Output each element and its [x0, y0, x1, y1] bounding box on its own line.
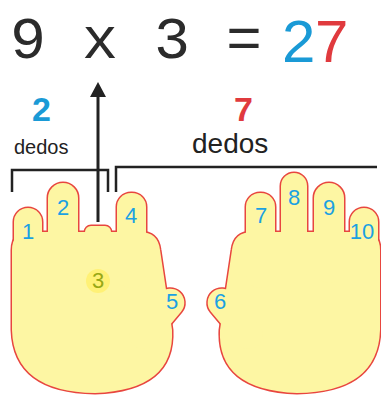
finger-number: 2	[57, 197, 69, 219]
finger-number: 6	[214, 291, 226, 313]
caption-word: dedos	[14, 137, 69, 157]
left-bracket	[12, 170, 108, 192]
folded-finger-mark	[86, 269, 110, 293]
finger-number: 10	[350, 221, 374, 243]
finger-number: 9	[323, 197, 335, 219]
finger-number: 1	[22, 221, 34, 243]
finger-count: 2	[32, 92, 51, 126]
hand-fill	[12, 173, 380, 393]
product-digit: 2	[282, 12, 315, 72]
finger-number: 4	[125, 205, 137, 227]
hand-outline	[12, 173, 380, 393]
finger-number: 3	[92, 270, 104, 292]
finger-number: 5	[166, 291, 178, 313]
arrow-head	[90, 82, 106, 97]
finger-count: 7	[234, 92, 253, 126]
right-bracket	[116, 167, 377, 192]
product-digit: 7	[315, 12, 348, 72]
pointer-arrow	[97, 94, 100, 222]
finger-number: 7	[255, 205, 267, 227]
equation-text: 9 x 3 =	[10, 12, 262, 72]
finger-number: 8	[288, 187, 300, 209]
caption-word: dedos	[192, 130, 268, 158]
